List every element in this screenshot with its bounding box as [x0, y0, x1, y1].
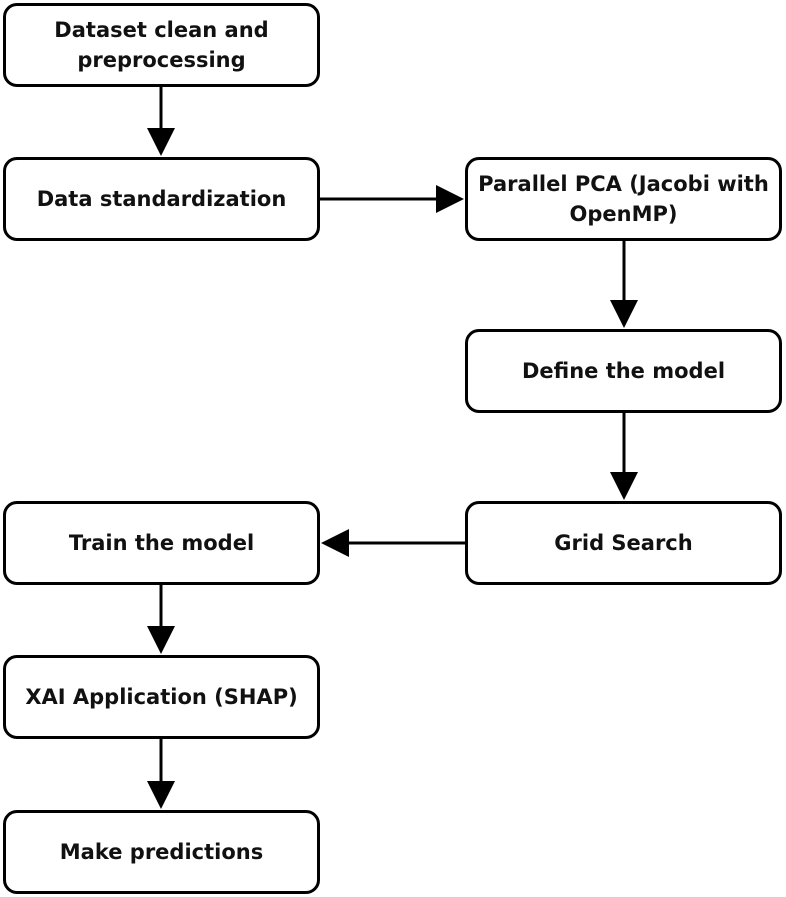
node-dataset-label-line1: Dataset clean and: [54, 17, 269, 42]
node-train-model: Train the model: [3, 501, 320, 585]
node-parallel-pca: Parallel PCA (Jacobi with OpenMP): [465, 157, 782, 241]
node-define-model: Define the model: [465, 329, 782, 413]
node-make-predictions: Make predictions: [3, 810, 320, 894]
node-standardization-label: Data standardization: [36, 186, 287, 211]
node-dataset-label-line2: preprocessing: [77, 48, 246, 72]
node-grid-search-label: Grid Search: [554, 530, 693, 555]
node-train-model-label: Train the model: [68, 530, 255, 555]
arrow-train-model-to-xai: [147, 585, 175, 654]
node-xai-label: XAI Application (SHAP): [25, 684, 298, 709]
arrow-define-model-to-grid-search: [610, 413, 638, 500]
node-grid-search: Grid Search: [465, 501, 782, 585]
arrow-standardization-to-pca: [320, 185, 464, 213]
node-xai-application: XAI Application (SHAP): [3, 655, 320, 739]
node-predictions-label: Make predictions: [59, 839, 264, 864]
node-pca-label-line1: Parallel PCA (Jacobi with: [478, 171, 769, 196]
arrow-pca-to-define-model: [610, 241, 638, 328]
arrow-dataset-to-standardization: [147, 87, 175, 156]
node-data-standardization: Data standardization: [3, 157, 320, 241]
arrow-xai-to-predictions: [147, 739, 175, 809]
node-define-model-label: Define the model: [521, 358, 726, 383]
node-pca-label-line2: OpenMP): [569, 202, 678, 226]
arrow-grid-search-to-train-model: [321, 529, 465, 557]
node-dataset-preprocessing: Dataset clean and preprocessing: [3, 3, 320, 87]
